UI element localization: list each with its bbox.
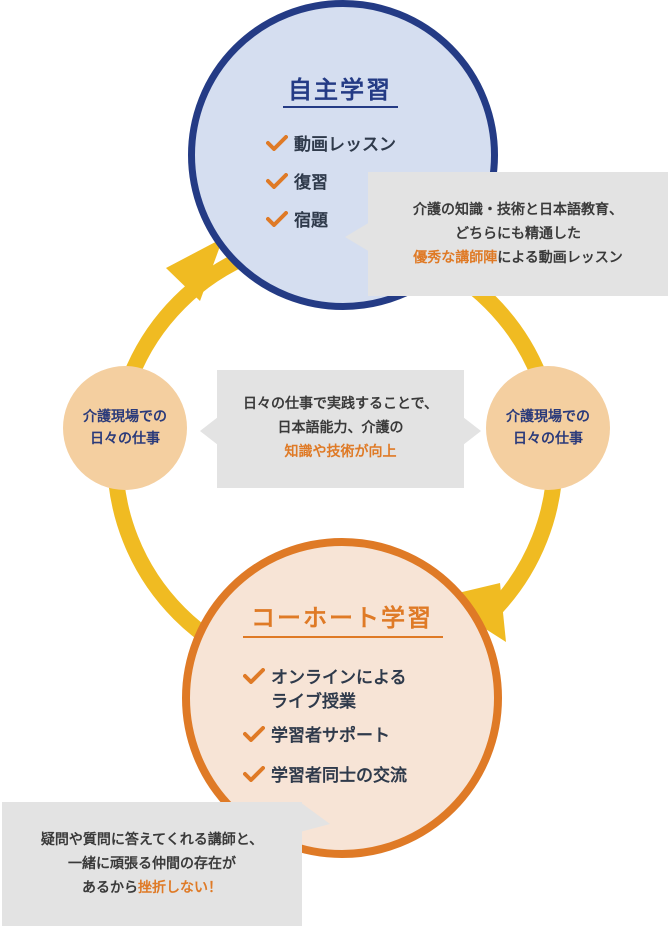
callout-bottom-pointer [300,802,330,832]
self-study-item: 宿題 [266,209,396,233]
callout-top-highlight: 優秀な講師陣 [413,250,498,266]
cohort-item-label: 学習者同士の交流 [271,766,407,786]
left-work-circle: 介護現場での 日々の仕事 [63,366,187,490]
callout-bottom-highlight: 挫折しない！ [138,880,222,896]
self-study-title: 自主学習 [288,76,392,104]
self-study-title-underline [283,106,398,108]
callout-center-line1: 日々の仕事で実践することで、 [242,396,439,412]
callout-bottom: 疑問や質問に答えてくれる講師と、 一緒に頑張る仲間の存在が あるから挫折しない！ [2,802,302,926]
check-icon [266,135,288,151]
callout-top-line1: 介護の知識・技術と日本語教育、 [413,202,623,218]
self-study-list: 動画レッスン 復習 宿題 [266,133,396,233]
callout-bottom-line2: 一緒に頑張る仲間の存在が [68,856,236,872]
check-icon [243,668,265,684]
self-study-item: 動画レッスン [266,133,396,157]
cohort-item-label: 学習者サポート [271,726,390,746]
cohort-item-label-line1: オンラインによる [271,668,407,688]
callout-center: 日々の仕事で実践することで、 日本語能力、介護の 知識や技術が向上 [217,370,464,488]
callout-top: 介護の知識・技術と日本語教育、 どちらにも精通した 優秀な講師陣による動画レッス… [368,172,668,296]
left-work-line1: 介護現場での [83,409,167,425]
check-icon [243,726,265,742]
right-work-line2: 日々の仕事 [513,431,583,447]
callout-center-right-pointer [463,417,481,445]
callout-center-highlight: 知識や技術が向上 [284,444,397,460]
callout-top-line2: どちらにも精通した [455,226,581,242]
right-work-circle: 介護現場での 日々の仕事 [486,366,610,490]
self-study-item: 復習 [266,171,396,195]
callout-center-left-pointer [200,417,218,445]
right-work-line1: 介護現場での [506,409,590,425]
check-icon [266,173,288,189]
cohort-title: コーホート学習 [251,604,433,632]
check-icon [243,766,265,782]
self-study-item-label: 動画レッスン [294,135,396,155]
left-work-line2: 日々の仕事 [90,431,160,447]
cohort-title-underline [243,636,443,638]
callout-top-pointer [345,222,370,252]
cohort-item: 学習者同士の交流 [243,764,407,788]
self-study-item-label: 宿題 [294,211,328,231]
cohort-item: オンラインによる ライブ授業 [243,666,407,714]
check-icon [266,211,288,227]
arrow-up-right-icon [166,238,223,301]
cohort-item-label-line2: ライブ授業 [271,692,356,712]
callout-top-line3: 優秀な講師陣による動画レッスン [368,246,668,270]
callout-top-line3-rest: による動画レッスン [497,250,623,266]
callout-bottom-line1: 疑問や質問に答えてくれる講師と、 [40,832,264,848]
callout-center-line2: 日本語能力、介護の [277,420,404,436]
self-study-item-label: 復習 [294,173,328,193]
cohort-item: 学習者サポート [243,724,407,748]
callout-bottom-line3: あるから挫折しない！ [2,876,302,900]
cohort-list: オンラインによる ライブ授業 学習者サポート 学習者同士の交流 [243,666,407,788]
callout-bottom-line3-rest: あるから [82,880,138,896]
